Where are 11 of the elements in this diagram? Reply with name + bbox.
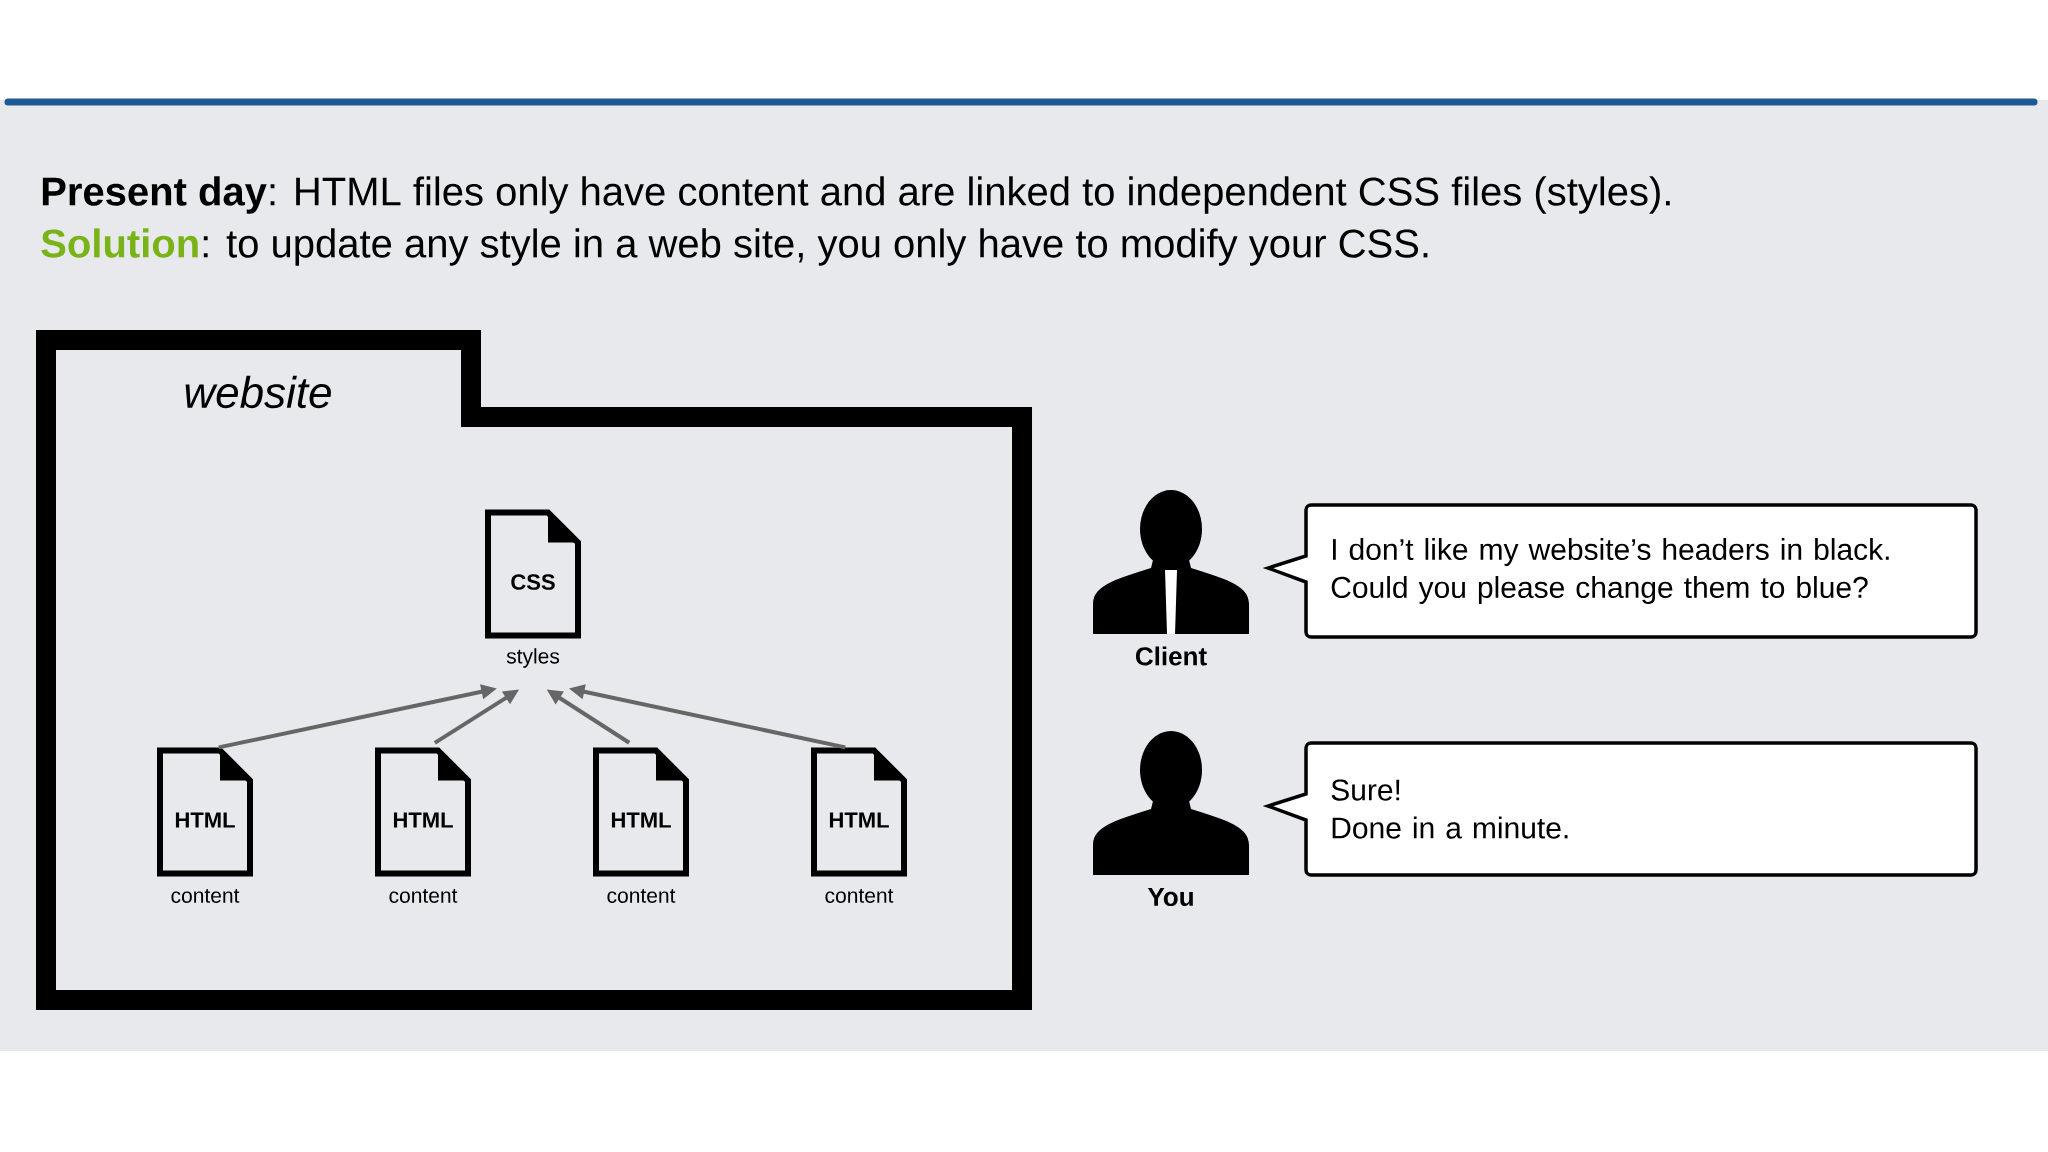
caption-text: content (607, 889, 676, 903)
speech-bubble: Sure! Done in a minute. (1266, 741, 1978, 877)
caption-text: Client (1135, 646, 1207, 666)
speech-bubble: I don’t like my website’s headers in black. Could you please change them to blue? (1266, 503, 1978, 639)
caption-text: content (171, 889, 240, 903)
caption-text: content (389, 889, 458, 903)
caption-text: You (1147, 887, 1193, 907)
caption-text: styles (506, 648, 560, 668)
intro-text: Present day: HTML files only have content and are linked to independent CSS files (styles). (42, 176, 1670, 214)
caption-text: content (825, 889, 894, 903)
intro-text: Solution: to update any style in a web site, you only have to modify your CSS. (41, 228, 1428, 266)
